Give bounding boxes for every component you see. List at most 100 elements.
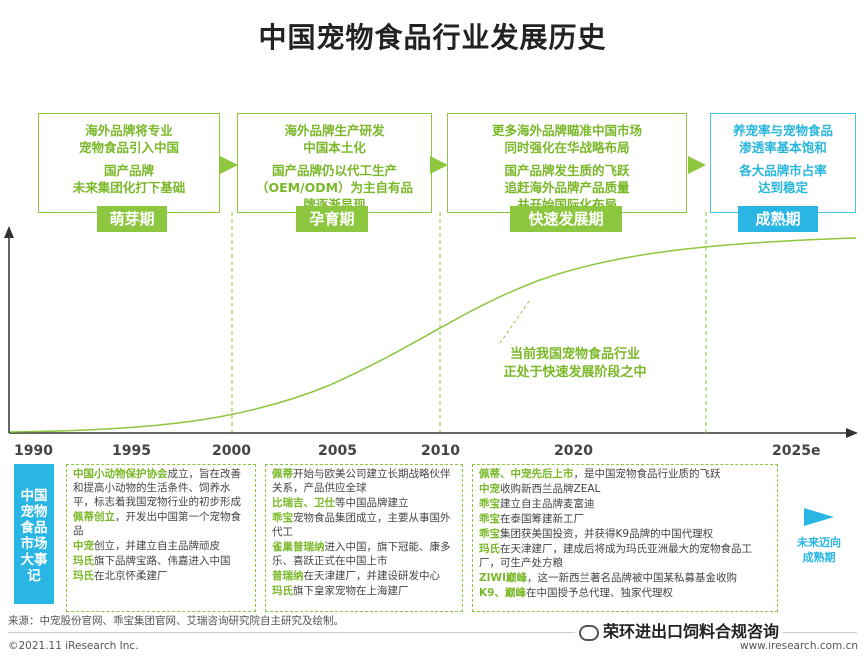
event-item: K9、巅峰在中国授予总代理、独家代理权	[479, 586, 771, 600]
y-axis-arrow	[4, 226, 14, 238]
event-item: 玛氏旗下皇家宠物在上海建厂	[272, 584, 456, 598]
year-2010: 2010	[421, 443, 460, 459]
event-highlight: 中国小动物保护协会	[73, 468, 168, 480]
growth-curve	[9, 237, 857, 433]
event-highlight: 佩蒂	[272, 468, 293, 480]
stage-mature-line1: 养宠率与宠物食品 渗透率基本饱和	[732, 123, 833, 155]
watermark: 荣环进出口饲料合规咨询	[575, 618, 784, 642]
event-highlight: ZIWI巅峰	[479, 572, 528, 584]
event-text: 宠物食品集团成立，主要从事国外代工	[272, 512, 451, 538]
event-highlight: 玛氏	[272, 585, 293, 597]
year-2025e: 2025e	[772, 443, 821, 459]
event-highlight: 玛氏	[73, 555, 94, 567]
event-text: 创立，并建立自主品牌顽皮	[94, 540, 220, 552]
site-url: www.iresearch.com.cn	[740, 640, 859, 652]
event-text: ，是中国宠物食品行业质的飞跃	[573, 468, 721, 480]
event-item: 玛氏在天津建厂，建成后将成为玛氏亚洲最大的宠物食品工厂，可生产处方粮	[479, 542, 771, 570]
event-highlight: 佩蒂、中宠先后上市	[479, 468, 574, 480]
event-item: 乖宝宠物食品集团成立，主要从事国外代工	[272, 511, 456, 539]
event-text: 收购新西兰品牌ZEAL	[500, 483, 601, 495]
events-column-1: 中国小动物保护协会成立，旨在改善和提高小动物的生活条件、饲养水平，标志着我国宠物…	[66, 464, 256, 612]
stage-box-rapid: 更多海外品牌瞄准中国市场 同时强化在华战略布局 国产品牌发生质的飞跃 追赶海外品…	[447, 113, 687, 213]
event-item: 佩蒂、中宠先后上市，是中国宠物食品行业质的飞跃	[479, 467, 771, 481]
x-axis-arrow	[846, 428, 858, 438]
stage-arrow-2	[430, 156, 448, 174]
stage-label-incubation: 孕育期	[296, 206, 368, 232]
event-text: 旗下品牌宝路、伟嘉进入中国	[94, 555, 231, 567]
copyright: ©2021.11 iResearch Inc.	[8, 640, 139, 652]
event-text: 成立，旨在改善和提高小动物的生活条件、饲养水平，标志着我国宠物行业的初步形成	[73, 468, 241, 508]
event-item: 乖宝在泰国筹建新工厂	[479, 512, 771, 526]
watermark-text: 荣环进出口饲料合规咨询	[603, 622, 780, 641]
note-pointer	[499, 299, 531, 344]
event-item: 普瑞纳在天津建厂，并建设研发中心	[272, 569, 456, 583]
event-item: 比瑞吉、卫仕等中国品牌建立	[272, 496, 456, 510]
event-item: 佩蒂开始与欧美公司建立长期战略伙伴关系，产品供应全球	[272, 467, 456, 495]
event-text: 等中国品牌建立	[335, 497, 409, 509]
event-item: ZIWI巅峰，这一新西兰著名品牌被中国某私募基金收购	[479, 571, 771, 585]
event-highlight: 佩蒂创立	[73, 511, 115, 523]
event-item: 中国小动物保护协会成立，旨在改善和提高小动物的生活条件、饲养水平，标志着我国宠物…	[73, 467, 249, 509]
event-item: 佩蒂创立，开发出中国第一个宠物食品	[73, 510, 249, 538]
source-note: 来源：中宠股份官网、乖宝集团官网、艾瑞咨询研究院自主研究及绘制。	[8, 615, 344, 627]
event-highlight: 玛氏	[479, 543, 500, 555]
future-arrow-icon	[804, 508, 834, 526]
event-item: 乖宝集团获美国投资，并获得K9品牌的中国代理权	[479, 527, 771, 541]
event-text: 旗下皇家宠物在上海建厂	[293, 585, 409, 597]
page-title: 中国宠物食品行业发展历史	[258, 21, 607, 54]
stage-arrow-1	[220, 156, 238, 174]
event-text: 在北京怀柔建厂	[94, 570, 168, 582]
event-highlight: 雀巢普瑞纳	[272, 541, 325, 553]
event-highlight: 中宠	[73, 540, 94, 552]
event-text: ，开发出中国第一个宠物食品	[73, 511, 241, 537]
event-item: 中宠创立，并建立自主品牌顽皮	[73, 539, 249, 553]
event-highlight: 普瑞纳	[272, 570, 304, 582]
stage-label-rapid: 快速发展期	[510, 206, 622, 232]
event-highlight: 中宠	[479, 483, 500, 495]
stage-arrow-3	[688, 156, 706, 174]
event-text: 开始与欧美公司建立长期战略伙伴关系，产品供应全球	[272, 468, 451, 494]
event-text: 在天津建厂，并建设研发中心	[303, 570, 441, 582]
stage-incubation-line1: 海外品牌生产研发 中国本土化	[284, 123, 385, 155]
events-column-2: 佩蒂开始与欧美公司建立长期战略伙伴关系，产品供应全球比瑞吉、卫仕等中国品牌建立乖…	[265, 464, 463, 612]
event-item: 乖宝建立自主品牌麦富迪	[479, 497, 771, 511]
stage-mature-line2: 各大品牌市占率 达到稳定	[739, 163, 827, 195]
event-item: 中宠收购新西兰品牌ZEAL	[479, 482, 771, 496]
stage-rapid-line1: 更多海外品牌瞄准中国市场 同时强化在华战略布局	[491, 123, 642, 155]
event-text: 集团获美国投资，并获得K9品牌的中国代理权	[500, 528, 714, 540]
year-1995: 1995	[112, 443, 151, 459]
year-2000: 2000	[212, 443, 251, 459]
event-item: 雀巢普瑞纳进入中国，旗下冠能、康多乐、喜跃正式在中国上市	[272, 540, 456, 568]
stage-label-mature: 成熟期	[738, 206, 818, 232]
stage-incubation-line2: 国产品牌仍以代工生产 （OEM/ODM）为主自有品 牌逐渐显现	[255, 163, 414, 212]
stage-box-mature: 养宠率与宠物食品 渗透率基本饱和 各大品牌市占率 达到稳定	[710, 113, 856, 213]
event-text: 在中国授予总代理、独家代理权	[525, 587, 673, 599]
event-text: ，这一新西兰著名品牌被中国某私募基金收购	[527, 572, 738, 584]
event-highlight: K9、巅峰	[479, 587, 526, 599]
event-highlight: 乖宝	[272, 512, 293, 524]
stage-box-sprout: 海外品牌将专业 宠物食品引入中国 国产品牌 未来集团化打下基础	[38, 113, 220, 213]
center-note: 当前我国宠物食品行业 正处于快速发展阶段之中	[503, 347, 647, 380]
event-highlight: 乖宝	[479, 513, 500, 525]
event-item: 玛氏旗下品牌宝路、伟嘉进入中国	[73, 554, 249, 568]
event-text: 在天津建厂，建成后将成为玛氏亚洲最大的宠物食品工厂，可生产处方粮	[479, 543, 752, 569]
year-1990: 1990	[14, 443, 53, 459]
footer-divider	[8, 632, 857, 633]
year-2020: 2020	[554, 443, 593, 459]
event-highlight: 乖宝	[479, 498, 500, 510]
event-highlight: 乖宝	[479, 528, 500, 540]
events-side-label: 中国 宠物 食品 市场 大事 记	[14, 464, 54, 604]
stage-sprout-line1: 海外品牌将专业 宠物食品引入中国	[78, 123, 179, 155]
event-text: 在泰国筹建新工厂	[500, 513, 584, 525]
stage-label-sprout: 萌芽期	[97, 206, 167, 232]
event-highlight: 玛氏	[73, 570, 94, 582]
event-text: 建立自主品牌麦富迪	[500, 498, 595, 510]
stage-box-incubation: 海外品牌生产研发 中国本土化 国产品牌仍以代工生产 （OEM/ODM）为主自有品…	[237, 113, 432, 213]
year-2005: 2005	[318, 443, 357, 459]
wechat-icon	[579, 624, 599, 641]
future-text: 未来迈向 成熟期	[797, 536, 841, 564]
stage-sprout-line2: 国产品牌 未来集团化打下基础	[72, 163, 186, 195]
event-text: 进入中国，旗下冠能、康多乐、喜跃正式在中国上市	[272, 541, 451, 567]
